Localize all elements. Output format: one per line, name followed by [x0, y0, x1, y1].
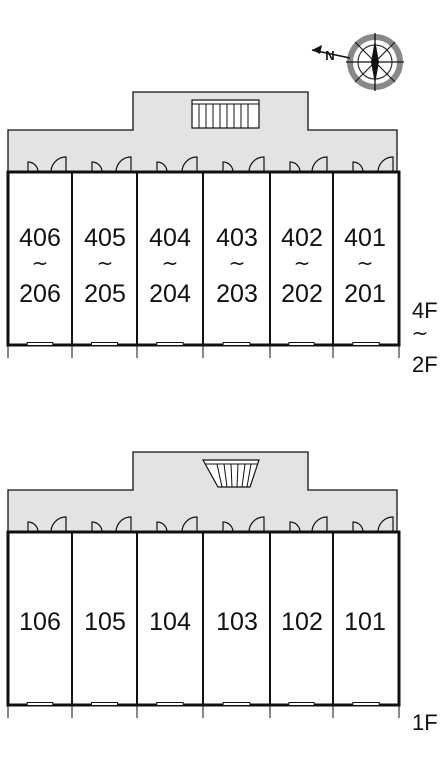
unit-203-label: 203 [216, 280, 258, 308]
floor-label-2f: 2F [412, 352, 438, 377]
door-swing-icon [311, 516, 328, 533]
floor-range-separator: ~ [412, 321, 429, 345]
unit-406-label: 406 [19, 224, 61, 252]
unit-range-separator: ~ [294, 251, 311, 275]
door-swing-icon [289, 161, 301, 173]
door-swing-icon [352, 161, 364, 173]
unit-106-label: 106 [19, 608, 61, 636]
unit-404-label: 404 [149, 224, 191, 252]
unit-102-label: 102 [281, 608, 323, 636]
unit-105-label: 105 [84, 608, 126, 636]
door-swing-icon [377, 516, 394, 533]
staircase-icon [191, 99, 260, 129]
door-swing-icon [311, 156, 328, 173]
unit-402-label: 402 [281, 224, 323, 252]
door-swing-icon [222, 521, 234, 533]
door-swing-icon [50, 156, 67, 173]
window-icon [288, 342, 315, 346]
unit-range-separator: ~ [229, 251, 246, 275]
unit-206-label: 206 [19, 280, 61, 308]
door-swing-icon [352, 521, 364, 533]
unit-405-label: 405 [84, 224, 126, 252]
window-icon [222, 342, 251, 346]
unit-103-label: 103 [216, 608, 258, 636]
door-swing-icon [181, 516, 198, 533]
door-swing-icon [27, 161, 39, 173]
compass-rose-icon: N [311, 33, 404, 91]
upper-block: 406 ~ 206 405 ~ 205 404 ~ 204 403 ~ 203 … [6, 91, 438, 377]
window-icon [222, 702, 251, 706]
unit-range-separator: ~ [357, 251, 374, 275]
window-icon [26, 702, 54, 706]
window-icon [26, 342, 54, 346]
floor-label-1f: 1F [412, 710, 438, 735]
door-swing-icon [248, 156, 265, 173]
unit-104-label: 104 [149, 608, 191, 636]
window-icon [91, 702, 118, 706]
door-swing-icon [156, 161, 168, 173]
window-icon [91, 342, 118, 346]
window-icon [156, 342, 184, 346]
unit-401-label: 401 [344, 224, 386, 252]
unit-range-separator: ~ [162, 251, 179, 275]
door-swing-icon [27, 521, 39, 533]
unit-204-label: 204 [149, 280, 191, 308]
unit-101-label: 101 [344, 608, 386, 636]
window-icon [352, 342, 380, 346]
unit-range-separator: ~ [32, 251, 49, 275]
window-icon [352, 702, 380, 706]
unit-403-label: 403 [216, 224, 258, 252]
door-swing-icon [91, 161, 103, 173]
door-swing-icon [91, 521, 103, 533]
floor-label-4f: 4F [412, 298, 438, 323]
unit-201-label: 201 [344, 280, 386, 308]
unit-202-label: 202 [281, 280, 323, 308]
door-swing-icon [115, 516, 132, 533]
compass-north-label: N [325, 48, 334, 63]
door-swing-icon [222, 161, 234, 173]
door-swing-icon [289, 521, 301, 533]
door-swing-icon [248, 516, 265, 533]
door-swing-icon [377, 156, 394, 173]
door-swing-icon [181, 156, 198, 173]
window-icon [156, 702, 184, 706]
door-swing-icon [115, 156, 132, 173]
door-swing-icon [156, 521, 168, 533]
unit-205-label: 205 [84, 280, 126, 308]
staircase-icon [201, 459, 260, 488]
door-swing-icon [50, 516, 67, 533]
lower-block: 106 105 104 103 102 101 1F [6, 451, 438, 735]
window-icon [288, 702, 315, 706]
unit-range-separator: ~ [97, 251, 114, 275]
